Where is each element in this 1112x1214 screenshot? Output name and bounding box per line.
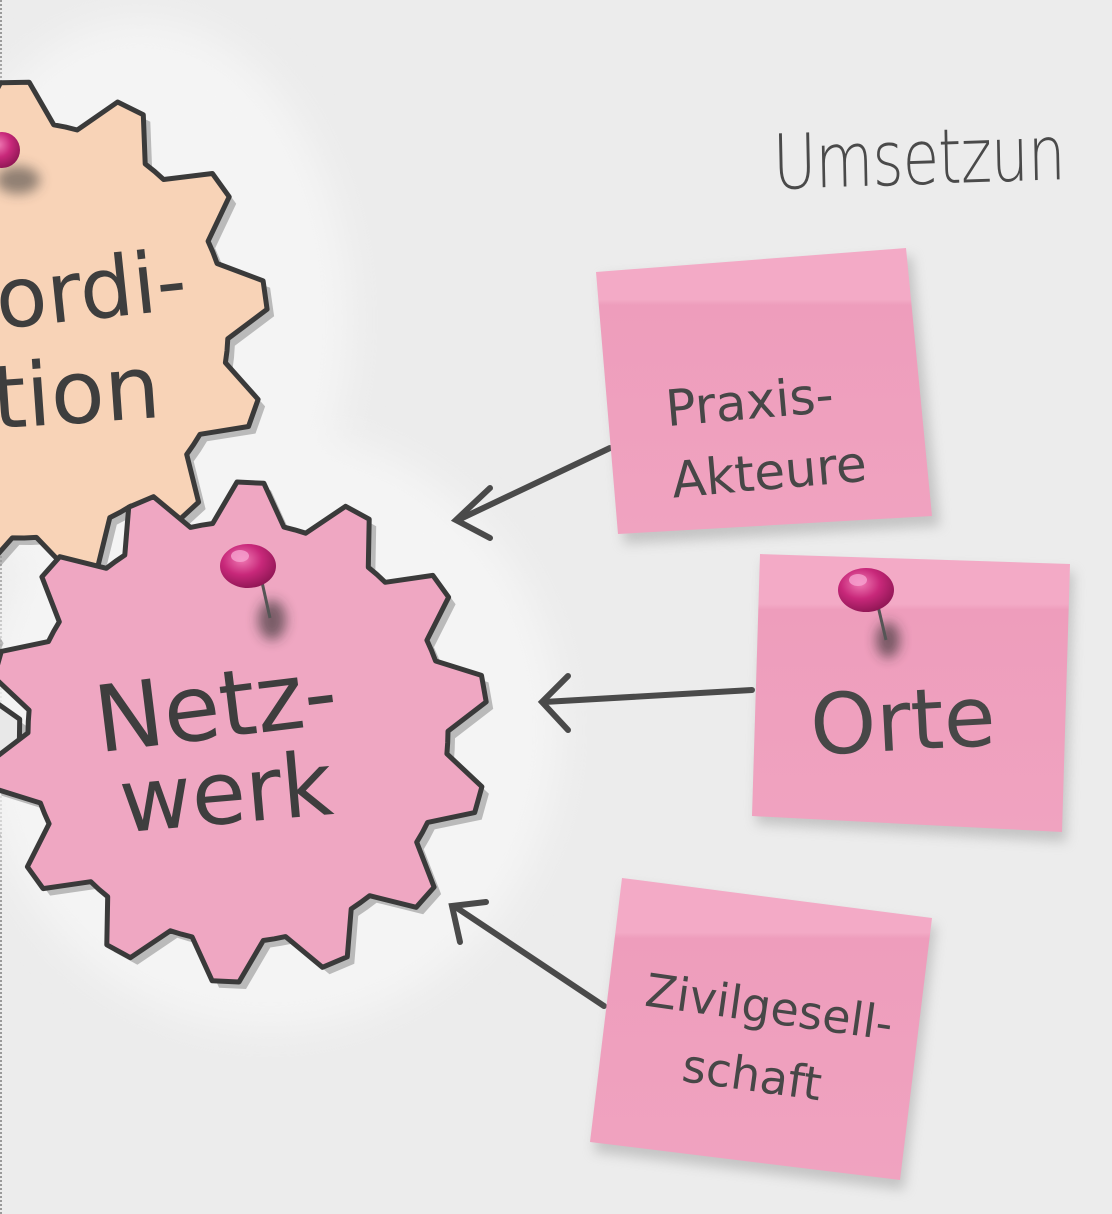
pin-icon: [220, 544, 286, 640]
gear-body: [0, 479, 489, 985]
arrow-head-icon: [450, 485, 493, 541]
arrow-head-icon: [448, 899, 489, 945]
network-gear-line2: werk: [115, 732, 336, 853]
sticky-note-orte: Orte: [752, 554, 1074, 842]
top-gear-line1: ordi-: [0, 231, 191, 348]
arrow-zivil: [451, 903, 607, 1009]
dotted-left-border: [0, 0, 3, 1214]
top-gear-line2: tion: [0, 335, 163, 450]
sticky-note-praxis: Praxis- Akteure: [596, 248, 940, 544]
sticky-note-zivil: Zivilgesell- schaft: [590, 878, 936, 1190]
coordination-gear: [0, 79, 275, 580]
arrow-orte: [541, 687, 755, 705]
network-gear: [0, 479, 494, 989]
note-orte-text: Orte: [808, 667, 998, 775]
pin-icon: [0, 132, 40, 194]
arrow-head-icon: [537, 673, 571, 733]
page-heading: Umsetzun: [772, 108, 1066, 207]
gear-body: [0, 79, 270, 576]
pin-icon: [838, 568, 900, 658]
arrows: [448, 445, 755, 1009]
arrow-praxis: [455, 445, 613, 523]
